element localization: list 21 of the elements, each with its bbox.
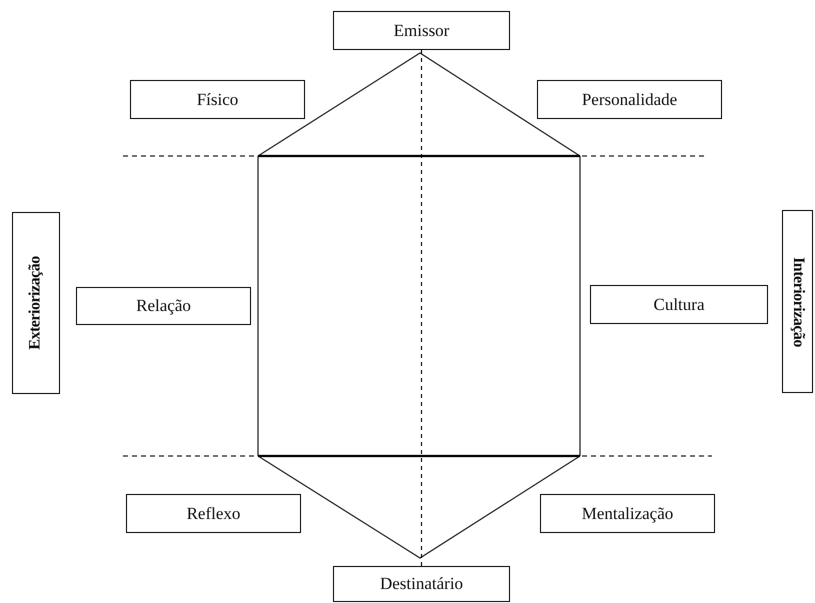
label-box — [333, 566, 510, 602]
box-label: Mentalização — [582, 504, 674, 524]
label-box — [12, 212, 60, 394]
label-box — [537, 80, 722, 119]
box-label: Emissor — [394, 20, 450, 40]
label-box — [590, 285, 768, 324]
box-label: Relação — [136, 296, 191, 316]
label-box — [540, 494, 715, 533]
box-label: Cultura — [654, 294, 704, 314]
box-label: Interiorização — [788, 256, 806, 346]
label-box — [76, 287, 251, 325]
label-box — [782, 210, 813, 393]
box-label: Destinatário — [380, 574, 464, 594]
label-box — [333, 11, 510, 50]
box-label: Personalidade — [582, 90, 678, 110]
box-label: Reflexo — [186, 504, 240, 524]
box-label: Exteriorização — [27, 256, 45, 350]
connector-line — [420, 50, 422, 566]
box-label: Físico — [196, 90, 238, 110]
label-box — [130, 80, 305, 119]
label-box — [126, 494, 301, 533]
